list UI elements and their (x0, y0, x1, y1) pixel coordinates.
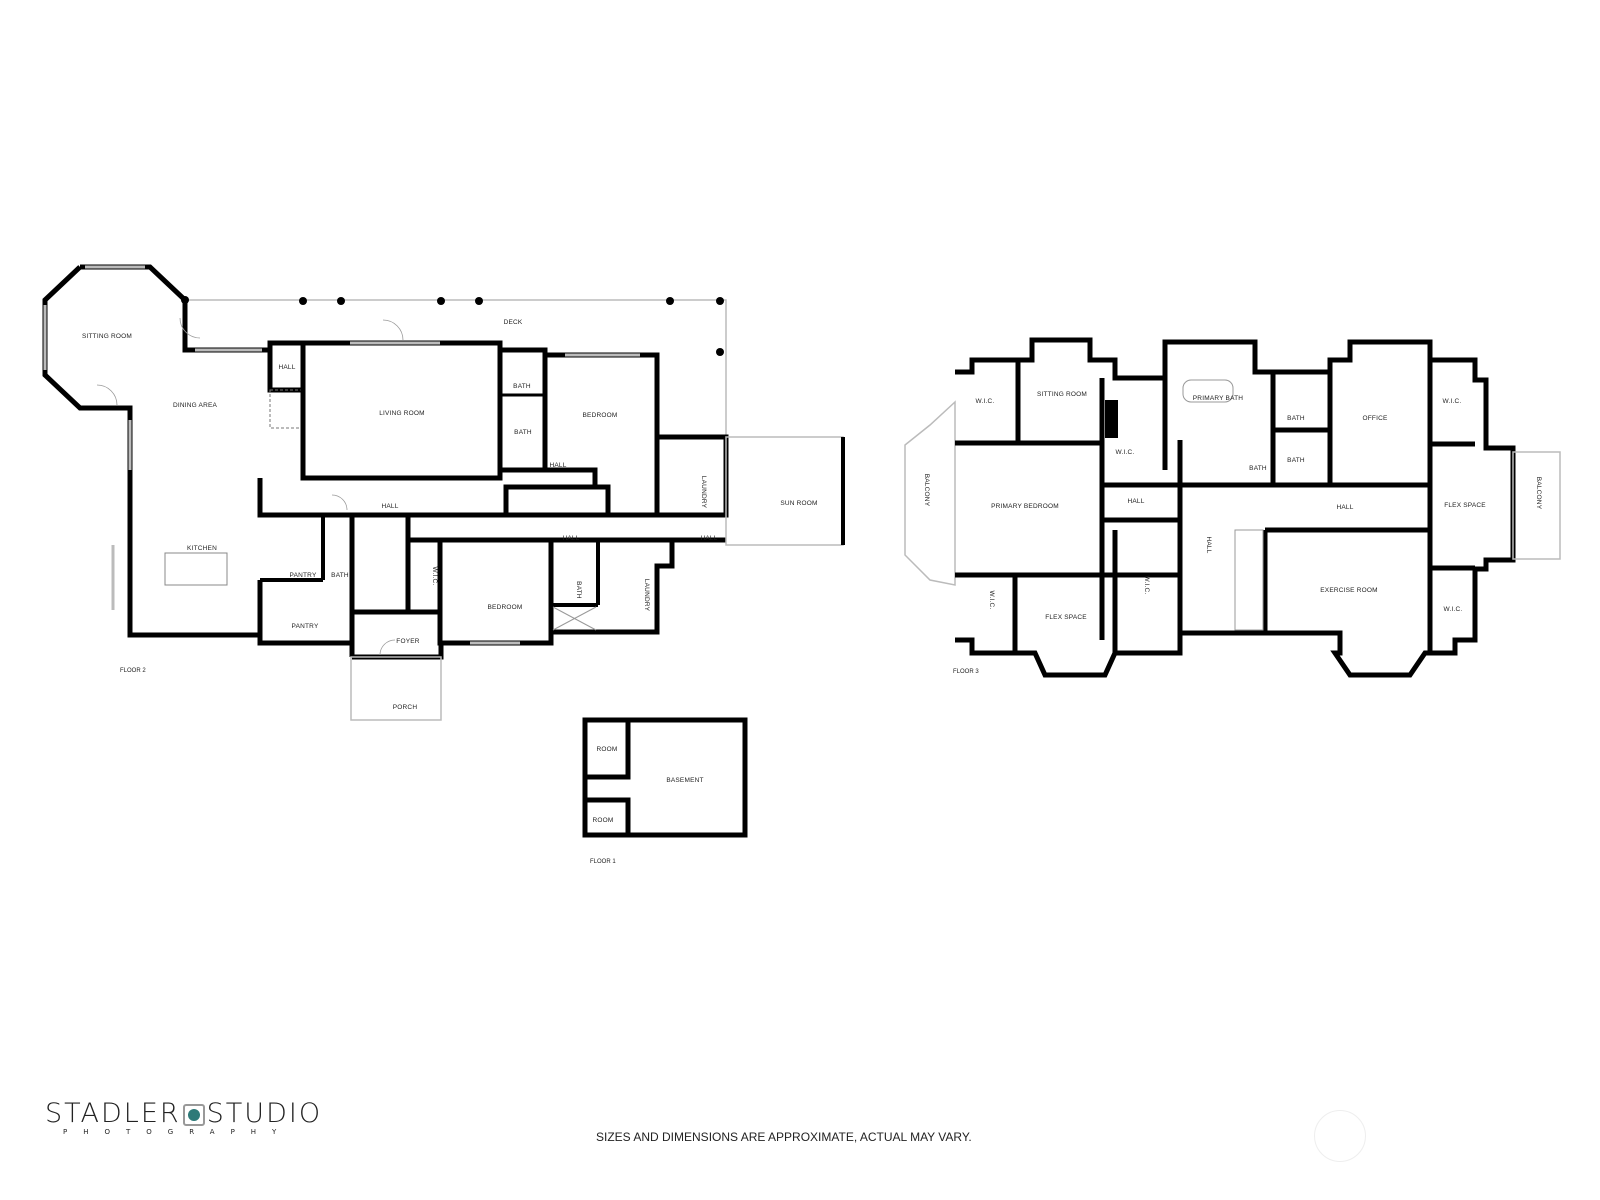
room-label: HALL (381, 503, 398, 510)
camera-icon (182, 1103, 205, 1126)
bedroom-walls (437, 537, 554, 646)
room-label: BASEMENT (666, 777, 703, 784)
floor-label: FLOOR 2 (120, 668, 146, 674)
logo-text-left: STADLER (45, 1098, 181, 1129)
deck-outline (185, 299, 727, 437)
room-label: HALL (700, 535, 717, 542)
room-label: SITTING ROOM (82, 333, 132, 340)
room-label: KITCHEN (187, 545, 217, 552)
room-label: FLEX SPACE (1444, 502, 1486, 509)
room-label: FLEX SPACE (1045, 614, 1087, 621)
room-label: HALL (278, 364, 295, 371)
room-label: PRIMARY BEDROOM (991, 503, 1059, 510)
porch-outline (350, 656, 442, 721)
room-label: SITTING ROOM (1037, 391, 1087, 398)
room-label: PRIMARY BATH (1193, 395, 1244, 402)
room-label: HALL (562, 535, 579, 542)
room-label: PORCH (393, 704, 418, 711)
room-label: W.I.C. (976, 398, 995, 405)
room-label: FOYER (396, 638, 419, 645)
room-label: BATH (513, 383, 531, 390)
room-label: BATH (1287, 457, 1305, 464)
floor-label: FLOOR 1 (590, 859, 616, 865)
room-label: HALL (1336, 504, 1353, 511)
room-label: ROOM (592, 817, 613, 824)
room-label: W.I.C. (1116, 449, 1135, 456)
room-label: HALL (1127, 498, 1144, 505)
logo-subtitle: PHOTOGRAPHY (63, 1128, 293, 1136)
room-label: SUN ROOM (780, 500, 817, 507)
room-label: PANTRY (290, 572, 317, 579)
disclaimer-text: SIZES AND DIMENSIONS ARE APPROXIMATE, AC… (596, 1130, 972, 1144)
room-label: W.I.C. (1443, 398, 1462, 405)
room-label: W.I.C. (1143, 576, 1150, 595)
room-label: DINING AREA (173, 402, 218, 409)
room-label: BATH (1287, 415, 1305, 422)
room-label: BATH (1249, 465, 1267, 472)
room-label: BATH (331, 572, 349, 579)
floor-1-plan: ROOM ROOM BASEMENT FLOOR 1 (582, 717, 748, 865)
studio-logo: STADLER STUDIO PHOTOGRAPHY (45, 1098, 323, 1137)
room-label: OFFICE (1362, 415, 1387, 422)
room-label: HALL (1205, 536, 1212, 553)
room-label: W.I.C. (431, 567, 438, 586)
room-label: HALL (549, 462, 566, 469)
room-label: W.I.C. (1444, 606, 1463, 613)
room-label: LAUNDRY (700, 476, 707, 509)
room-label: BEDROOM (488, 604, 523, 611)
room-label: LAUNDRY (643, 579, 650, 612)
room-label: EXERCISE ROOM (1320, 587, 1378, 594)
room-label: BALCONY (923, 474, 930, 507)
room-label: PANTRY (292, 623, 319, 630)
room-label: BEDROOM (583, 412, 618, 419)
floor-2-labels: SITTING ROOM DECK DINING AREA HALL LIVIN… (82, 319, 818, 711)
room-label: ROOM (596, 746, 617, 753)
room-label: BALCONY (1535, 477, 1542, 510)
floor-3-plan (904, 337, 1561, 678)
room-label: W.I.C. (988, 591, 995, 610)
logo-text-right: STUDIO (206, 1098, 323, 1129)
west-wall (42, 265, 260, 638)
floor-label: FLOOR 3 (953, 669, 979, 675)
floor-3-labels: W.I.C. SITTING ROOM PRIMARY BATH W.I.C. … (923, 391, 1542, 675)
room-label: BATH (514, 429, 532, 436)
sun-room-walls (725, 436, 844, 546)
watermark-icon (1314, 1110, 1366, 1162)
floor-2-plan (42, 264, 845, 721)
room-label: BATH (575, 581, 582, 599)
room-label: LIVING ROOM (379, 410, 425, 417)
deck-posts (181, 296, 724, 356)
room-label: DECK (504, 319, 523, 326)
